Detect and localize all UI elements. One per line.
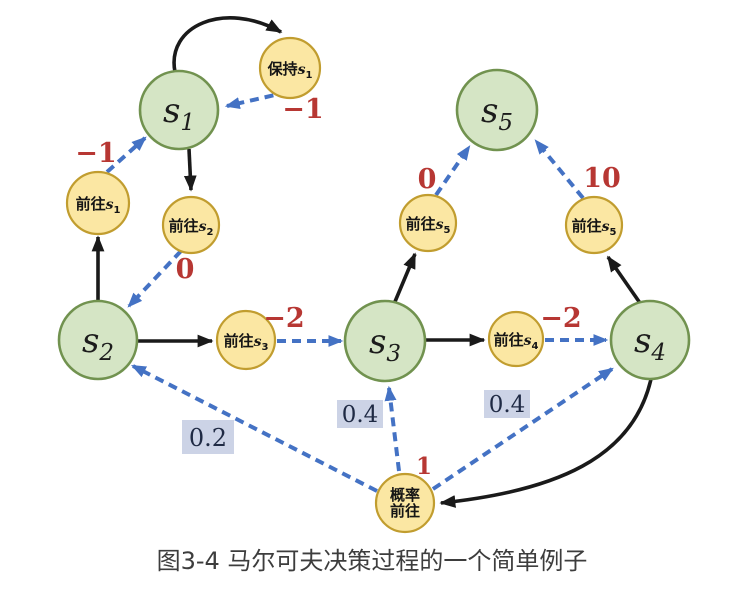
arrow-prob-goto-to-s3 <box>384 385 401 472</box>
reward-goto-s3: −2 <box>263 303 304 334</box>
state-s5: s5 <box>455 68 539 152</box>
arrow-goto-s5a-to-s5 <box>434 145 471 197</box>
state-s3-label: s3 <box>369 322 401 367</box>
arrow-s1-to-keep-s1 <box>172 16 283 73</box>
action-prob-goto-label-line2: 前往 <box>390 502 420 520</box>
reward-prob-goto: 1 <box>416 453 432 480</box>
action-goto-s5b-label: 前往s5 <box>572 217 617 238</box>
state-s2: s2 <box>57 299 139 381</box>
reward-goto-s1: −1 <box>75 138 116 169</box>
action-goto-s2-label: 前往s2 <box>169 217 214 238</box>
action-goto-s1-circle <box>65 170 131 236</box>
reward-labels: −1 −1 0 −2 0 10 −2 1 <box>75 94 621 480</box>
action-goto-s2: 前往s2 <box>161 195 221 255</box>
action-goto-s4: 前往s4 <box>487 310 545 368</box>
probability-to-s3-box <box>337 400 383 428</box>
action-goto-s1: 前往s1 <box>65 170 131 236</box>
dashed-transition-arrows <box>105 90 614 493</box>
arrow-s1-to-goto-s2 <box>183 148 197 192</box>
state-s4: s4 <box>609 299 691 381</box>
probability-to-s4-box <box>484 390 530 418</box>
probability-to-s2-value: 0.2 <box>189 424 227 452</box>
state-s2-circle <box>57 299 139 381</box>
action-keep-s1-label: 保持s1 <box>267 60 313 81</box>
probability-labels: 0.2 0.4 0.4 <box>182 390 530 454</box>
action-goto-s4-label: 前往s4 <box>494 331 539 352</box>
arrow-prob-goto-to-s4 <box>431 367 614 491</box>
action-goto-s5b-circle <box>564 195 624 255</box>
action-prob-goto-circle <box>374 472 436 534</box>
probability-to-s2-box <box>182 420 234 454</box>
arrow-goto-s1-to-s1 <box>105 136 147 174</box>
arrow-goto-s2-to-s2 <box>127 249 183 308</box>
state-nodes: s1 s2 s3 s4 s5 <box>57 68 691 383</box>
action-goto-s4-circle <box>487 310 545 368</box>
reward-goto-s2: 0 <box>176 254 195 285</box>
state-s1: s1 <box>138 69 220 151</box>
probability-to-s3: 0.4 <box>337 400 383 428</box>
reward-goto-s5a: 0 <box>418 164 437 195</box>
probability-to-s3-value: 0.4 <box>342 402 379 428</box>
action-goto-s3-label: 前往s3 <box>224 332 269 353</box>
action-keep-s1: 保持s1 <box>258 36 322 100</box>
arrow-s3-to-goto-s5 <box>392 252 417 305</box>
action-goto-s1-label: 前往s1 <box>76 195 121 216</box>
state-s4-label: s4 <box>634 321 666 366</box>
action-prob-goto: 概率 前往 <box>374 472 436 534</box>
action-goto-s5-from-s4: 前往s5 <box>564 195 624 255</box>
figure-caption: 图3-4 马尔可夫决策过程的一个简单例子 <box>157 547 588 575</box>
arrow-s4-to-prob-goto <box>439 378 653 508</box>
action-goto-s5a-label: 前往s5 <box>406 215 451 236</box>
action-goto-s3: 前往s3 <box>215 309 277 371</box>
action-goto-s5-from-s3: 前往s5 <box>398 193 458 253</box>
state-s5-circle <box>455 68 539 152</box>
arrow-s4-to-goto-s5 <box>606 255 642 305</box>
action-goto-s5a-circle <box>398 193 458 253</box>
state-s1-label: s1 <box>163 91 195 136</box>
action-keep-s1-circle <box>258 36 322 100</box>
state-s4-circle <box>609 299 691 381</box>
arrow-keep-s1-to-s1 <box>224 90 289 109</box>
state-s2-label: s2 <box>82 321 114 366</box>
state-s3: s3 <box>343 299 427 383</box>
solid-action-arrows <box>91 16 653 508</box>
probability-to-s4: 0.4 <box>484 390 530 418</box>
reward-keep-s1: −1 <box>282 94 323 125</box>
action-nodes: 保持s1 前往s1 前往s2 前往s3 前往s5 前往s5 前往s4 概率 <box>65 36 624 534</box>
action-goto-s3-circle <box>215 309 277 371</box>
arrow-prob-goto-to-s2 <box>130 364 378 493</box>
arrow-goto-s5b-to-s5 <box>534 139 585 200</box>
state-s1-circle <box>138 69 220 151</box>
probability-to-s4-value: 0.4 <box>489 392 526 418</box>
probability-to-s2: 0.2 <box>182 420 234 454</box>
action-goto-s2-circle <box>161 195 221 255</box>
action-prob-goto-label-line1: 概率 <box>390 486 420 504</box>
reward-goto-s5b: 10 <box>583 163 621 194</box>
state-s3-circle <box>343 299 427 383</box>
state-s5-label: s5 <box>481 91 513 136</box>
reward-goto-s4: −2 <box>540 303 581 334</box>
